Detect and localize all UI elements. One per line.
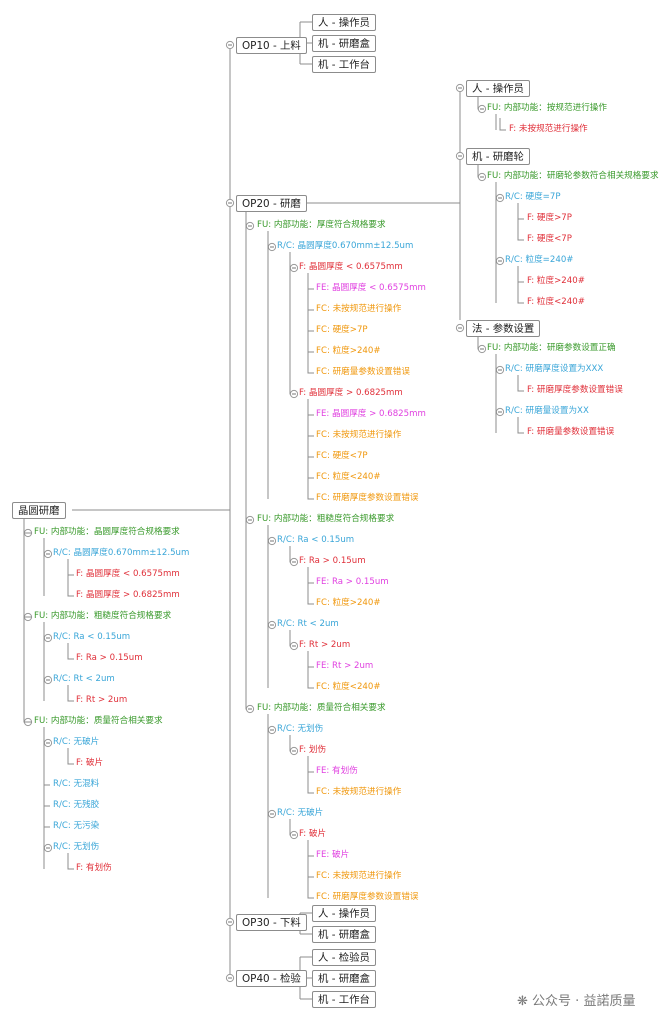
rc-node[interactable]: R/C: 粒度=240# [504,255,575,266]
watermark-text: 公众号 · 益諾质量 [532,994,636,1009]
op10-child-2[interactable]: 机 - 工作台 [312,56,376,73]
fc-node[interactable]: FC: 硬度<7P [315,451,369,462]
f-node[interactable]: F: 晶圆厚度 > 0.6825mm [75,590,181,601]
fc-node[interactable]: FC: 未按规范进行操作 [315,787,403,798]
f-node[interactable]: F: Ra > 0.15um [298,556,367,567]
fe-node[interactable]: FE: Ra > 0.15um [315,577,390,588]
op40-child-1[interactable]: 机 - 研磨盒 [312,970,376,987]
fe-node[interactable]: FE: 晶圆厚度 > 0.6825mm [315,409,427,420]
rc-node[interactable]: R/C: 硬度=7P [504,192,562,203]
fu-node[interactable]: FU: 内部功能：按规范进行操作 [486,103,608,114]
f-node[interactable]: F: 硬度<7P [526,234,573,245]
fu-node[interactable]: FU: 内部功能：质量符合相关要求 [256,703,387,714]
rc-node[interactable]: R/C: 无残胶 [52,800,101,811]
rc-node[interactable]: R/C: 无污染 [52,821,101,832]
fe-node[interactable]: FE: 有划伤 [315,766,359,777]
op10-child-0[interactable]: 人 - 操作员 [312,14,376,31]
f-node[interactable]: F: 晶圆厚度 > 0.6825mm [298,388,404,399]
f-node[interactable]: F: Rt > 2um [298,640,352,651]
f-node[interactable]: F: 晶圆厚度 < 0.6575mm [75,569,181,580]
rc-node[interactable]: R/C: 研磨厚度设置为XXX [504,364,605,375]
fc-node[interactable]: FC: 硬度>7P [315,325,369,336]
rc-node[interactable]: R/C: 无破片 [276,808,325,819]
fc-node[interactable]: FC: 粒度<240# [315,682,382,693]
f-node[interactable]: F: 破片 [75,758,105,769]
f-node[interactable]: F: 硬度>7P [526,213,573,224]
rc-node[interactable]: R/C: Ra < 0.15um [276,535,356,546]
fe-node[interactable]: FE: 破片 [315,850,351,861]
wechat-icon: ❋ [517,994,528,1009]
resource-node-2[interactable]: 法 - 参数设置 [466,320,541,337]
op10-child-1[interactable]: 机 - 研磨盒 [312,35,376,52]
f-node[interactable]: F: 未按规范进行操作 [508,124,589,135]
fc-node[interactable]: FC: 粒度<240# [315,472,382,483]
f-node[interactable]: F: 研磨厚度参数设置错误 [526,385,624,396]
resource-node-0[interactable]: 人 - 操作员 [466,80,530,97]
f-node[interactable]: F: 有划伤 [75,863,113,874]
watermark: ❋ 公众号 · 益諾质量 [517,990,635,1009]
fe-node[interactable]: FE: Rt > 2um [315,661,375,672]
op30-node[interactable]: OP30 - 下料 [236,914,307,931]
fc-node[interactable]: FC: 粒度>240# [315,598,382,609]
rc-node[interactable]: R/C: 研磨量设置为XX [504,406,590,417]
rc-node[interactable]: R/C: 无划伤 [276,724,325,735]
fu-node[interactable]: FU: 内部功能：晶圆厚度符合规格要求 [33,527,181,538]
fe-node[interactable]: FE: 晶圆厚度 < 0.6575mm [315,283,427,294]
fc-node[interactable]: FC: 粒度>240# [315,346,382,357]
rc-node[interactable]: R/C: 无混料 [52,779,101,790]
op10-node[interactable]: OP10 - 上料 [236,37,307,54]
rc-node[interactable]: R/C: Rt < 2um [276,619,340,630]
rc-node[interactable]: R/C: Ra < 0.15um [52,632,132,643]
fc-node[interactable]: FC: 研磨厚度参数设置错误 [315,493,420,504]
rc-node[interactable]: R/C: 晶圆厚度0.670mm±12.5um [276,241,415,252]
op30-child-1[interactable]: 机 - 研磨盒 [312,926,376,943]
fu-node[interactable]: FU: 内部功能：粗糙度符合规格要求 [256,514,396,525]
root-node[interactable]: 晶圆研磨 [12,502,66,519]
f-node[interactable]: F: 研磨量参数设置错误 [526,427,616,438]
fc-node[interactable]: FC: 未按规范进行操作 [315,871,403,882]
fc-node[interactable]: FC: 未按规范进行操作 [315,430,403,441]
fu-node[interactable]: FU: 内部功能：研磨轮参数符合相关规格要求 [486,171,660,182]
fu-node[interactable]: FU: 内部功能：厚度符合规格要求 [256,220,387,231]
fu-node[interactable]: FU: 内部功能：质量符合相关要求 [33,716,164,727]
f-node[interactable]: F: 晶圆厚度 < 0.6575mm [298,262,404,273]
op40-child-2[interactable]: 机 - 工作台 [312,991,376,1008]
rc-node[interactable]: R/C: Rt < 2um [52,674,116,685]
fc-node[interactable]: FC: 研磨量参数设置错误 [315,367,411,378]
f-node[interactable]: F: Ra > 0.15um [75,653,144,664]
fu-node[interactable]: FU: 内部功能：粗糙度符合规格要求 [33,611,173,622]
op20-node[interactable]: OP20 - 研磨 [236,195,307,212]
f-node[interactable]: F: 破片 [298,829,328,840]
f-node[interactable]: F: 粒度<240# [526,297,586,308]
op40-node[interactable]: OP40 - 检验 [236,970,307,987]
fu-node[interactable]: FU: 内部功能：研磨参数设置正确 [486,343,617,354]
fc-node[interactable]: FC: 研磨厚度参数设置错误 [315,892,420,903]
f-node[interactable]: F: 划伤 [298,745,328,756]
f-node[interactable]: F: 粒度>240# [526,276,586,287]
resource-node-1[interactable]: 机 - 研磨轮 [466,148,530,165]
f-node[interactable]: F: Rt > 2um [75,695,129,706]
op40-child-0[interactable]: 人 - 检验员 [312,949,376,966]
op30-child-0[interactable]: 人 - 操作员 [312,905,376,922]
rc-node[interactable]: R/C: 无破片 [52,737,101,748]
rc-node[interactable]: R/C: 晶圆厚度0.670mm±12.5um [52,548,191,559]
rc-node[interactable]: R/C: 无划伤 [52,842,101,853]
fc-node[interactable]: FC: 未按规范进行操作 [315,304,403,315]
